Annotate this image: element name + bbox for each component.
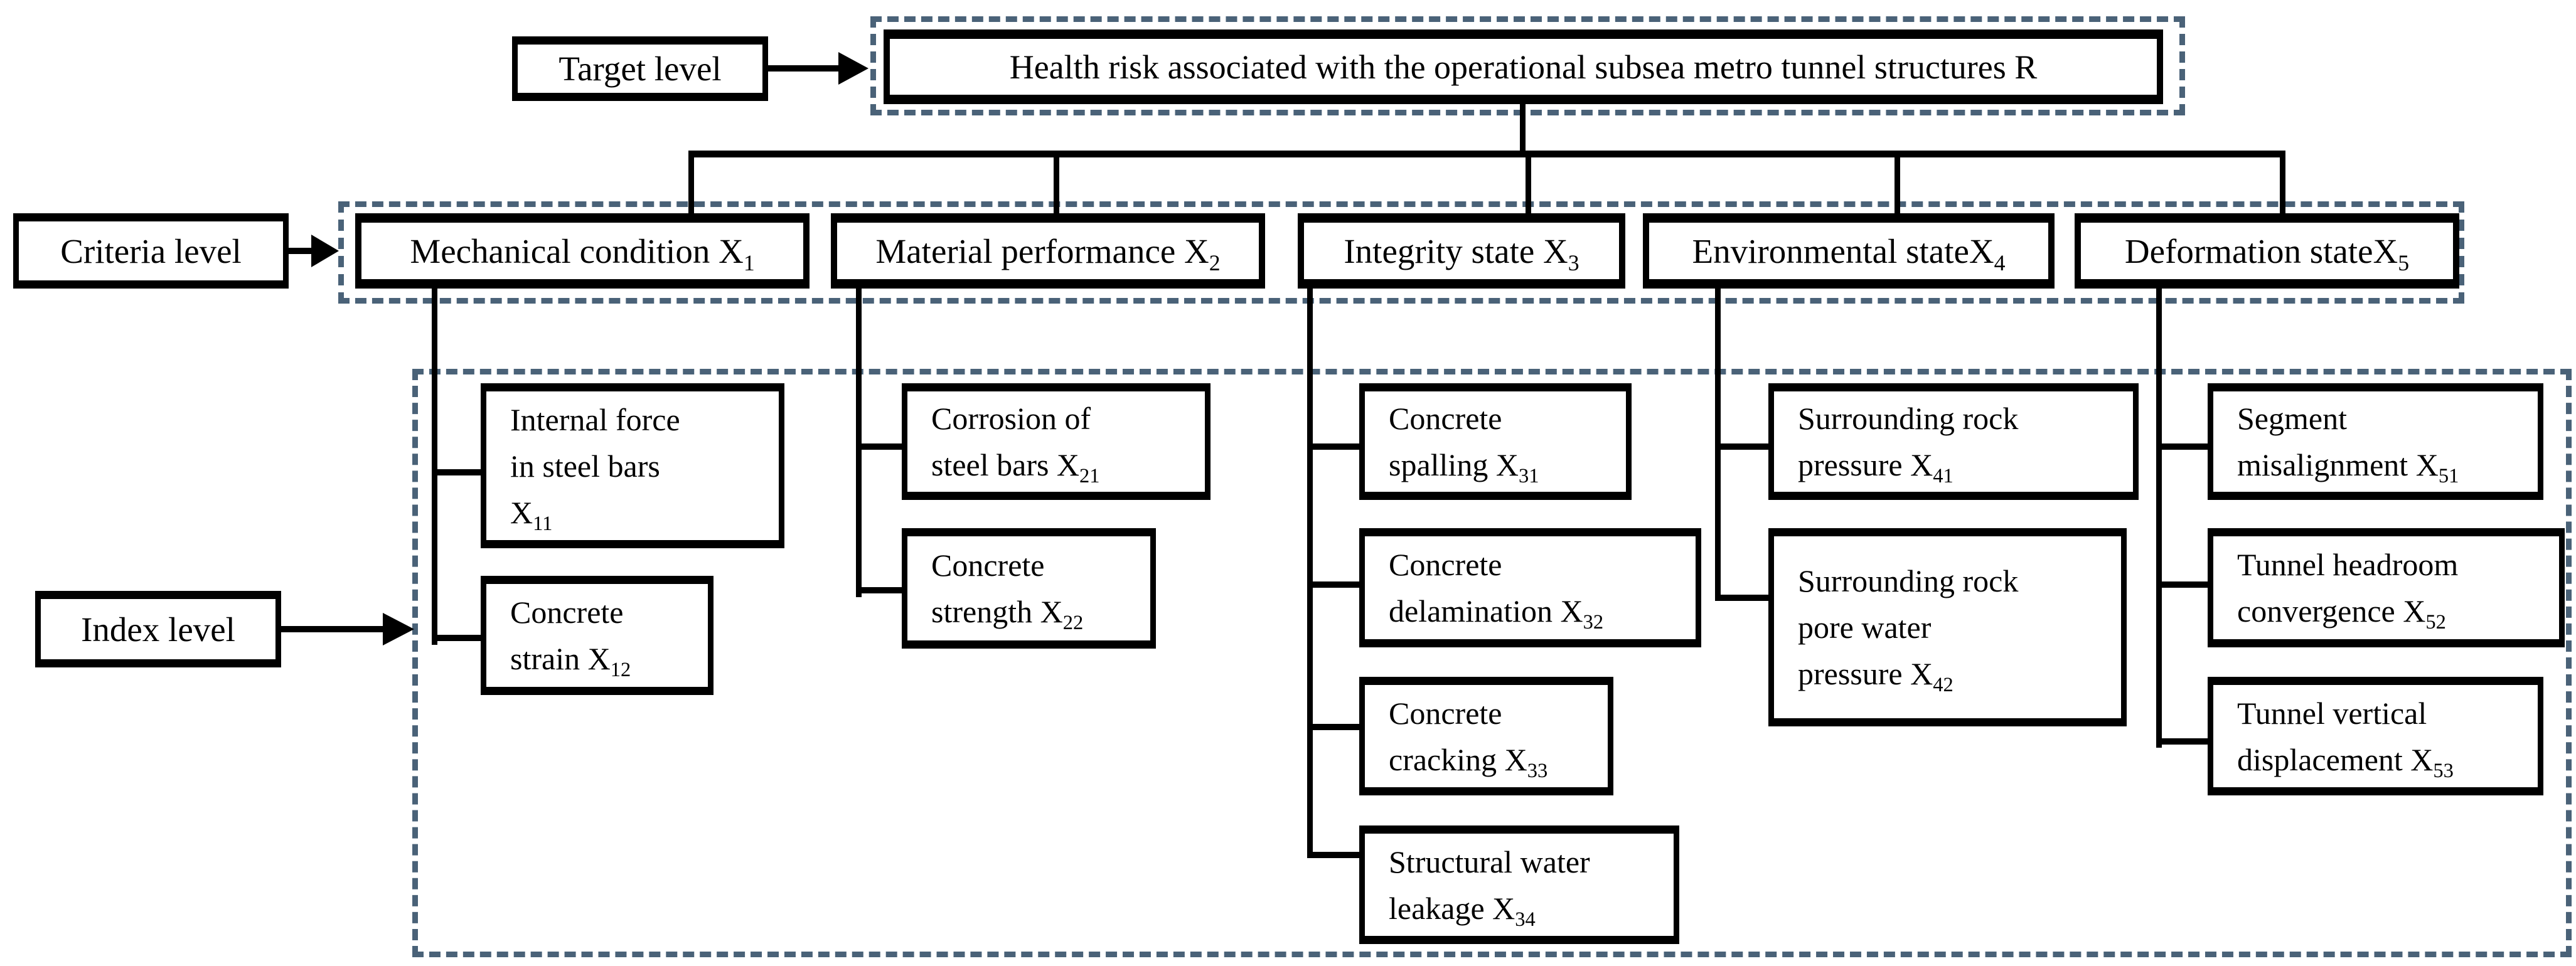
index-box-x42-text: Surrounding rock pore water pressure X42 — [1798, 563, 2019, 696]
connector-drop-x4 — [1895, 156, 1900, 215]
trunk-x2 — [856, 287, 862, 597]
stub-x51 — [2156, 443, 2210, 450]
index-box-x34-text: Structural water leakage X34 — [1389, 844, 1590, 931]
connector-drop-x1 — [688, 156, 694, 215]
criteria-arrow-icon — [311, 235, 339, 267]
criteria-box-x2-text: Material performance X2 — [875, 231, 1221, 275]
index-box-x53: Tunnel vertical displacement X53 — [2208, 677, 2543, 795]
index-box-x33-text: Concrete cracking X33 — [1389, 695, 1548, 782]
stub-x53 — [2156, 738, 2210, 745]
stub-x22 — [856, 587, 904, 593]
stub-x33 — [1307, 724, 1362, 730]
criteria-box-x5: Deformation stateX5 — [2075, 213, 2459, 289]
criteria-level-label: Criteria level — [13, 213, 289, 289]
criteria-arrow-shaft — [287, 248, 314, 254]
stub-x32 — [1307, 581, 1362, 588]
criteria-box-x4: Environmental stateX4 — [1643, 213, 2055, 289]
criteria-box-x3-text: Integrity state X3 — [1344, 231, 1579, 275]
target-level-frame — [870, 16, 2185, 115]
connector-drop-x3 — [1526, 156, 1531, 215]
criteria-level-frame — [338, 201, 2464, 304]
connector-distribution-bar — [688, 151, 2285, 157]
trunk-x3 — [1307, 287, 1313, 858]
index-box-x51-text: Segment misalignment X51 — [2237, 401, 2459, 487]
index-box-x11: Internal force in steel bars X11 — [481, 383, 784, 548]
connector-drop-x2 — [1054, 156, 1059, 215]
index-box-x21: Corrosion of steel bars X21 — [902, 383, 1211, 500]
stub-x12 — [432, 635, 483, 641]
stub-x11 — [432, 469, 483, 475]
index-box-x41: Surrounding rock pressure X41 — [1768, 383, 2139, 500]
criteria-box-x3: Integrity state X3 — [1298, 213, 1625, 289]
target-level-label-text: Target level — [558, 50, 722, 88]
index-box-x52-text: Tunnel headroom convergence X52 — [2237, 547, 2459, 634]
target-arrow-icon — [838, 52, 868, 85]
goal-box-text: Health risk associated with the operatio… — [1009, 48, 2038, 86]
stub-x21 — [856, 443, 904, 450]
index-box-x52: Tunnel headroom convergence X52 — [2208, 528, 2565, 647]
criteria-box-x1-text: Mechanical condition X1 — [410, 231, 755, 275]
stub-x31 — [1307, 443, 1362, 450]
index-arrow-icon — [383, 613, 414, 645]
index-box-x22: Concrete strength X22 — [902, 528, 1156, 649]
criteria-box-x2: Material performance X2 — [831, 213, 1265, 289]
index-level-label-text: Index level — [81, 610, 235, 649]
index-box-x42: Surrounding rock pore water pressure X42 — [1768, 528, 2127, 726]
connector-drop-x5 — [2280, 156, 2285, 215]
trunk-x5 — [2156, 287, 2162, 748]
index-box-x51: Segment misalignment X51 — [2208, 383, 2543, 500]
index-box-x32-text: Concrete delamination X32 — [1389, 547, 1604, 634]
connector-goal-drop — [1520, 103, 1526, 153]
stub-x52 — [2156, 581, 2210, 588]
target-level-label: Target level — [512, 36, 768, 101]
goal-box: Health risk associated with the operatio… — [884, 29, 2163, 104]
index-box-x34: Structural water leakage X34 — [1359, 825, 1679, 944]
trunk-x1 — [432, 287, 437, 645]
index-box-x12: Concrete strain X12 — [481, 576, 713, 695]
criteria-box-x4-text: Environmental stateX4 — [1692, 231, 2006, 275]
index-level-label: Index level — [35, 591, 281, 667]
index-box-x11-text: Internal force in steel bars X11 — [510, 401, 680, 535]
index-box-x31-text: Concrete spalling X31 — [1389, 401, 1539, 487]
criteria-box-x5-text: Deformation stateX5 — [2124, 231, 2410, 275]
index-box-x12-text: Concrete strain X12 — [510, 595, 631, 681]
stub-x41 — [1715, 443, 1771, 450]
criteria-level-label-text: Criteria level — [60, 231, 242, 270]
target-arrow-shaft — [767, 65, 840, 72]
index-box-x21-text: Corrosion of steel bars X21 — [931, 401, 1100, 487]
index-box-x31: Concrete spalling X31 — [1359, 383, 1632, 500]
index-box-x32: Concrete delamination X32 — [1359, 528, 1701, 647]
index-box-x33: Concrete cracking X33 — [1359, 677, 1613, 795]
stub-x42 — [1715, 595, 1771, 601]
index-level-frame — [412, 369, 2572, 957]
index-box-x22-text: Concrete strength X22 — [931, 548, 1084, 634]
index-box-x53-text: Tunnel vertical displacement X53 — [2237, 695, 2454, 782]
index-box-x41-text: Surrounding rock pressure X41 — [1798, 401, 2019, 487]
stub-x34 — [1307, 852, 1362, 858]
index-arrow-shaft — [280, 626, 384, 632]
criteria-box-x1: Mechanical condition X1 — [355, 213, 810, 289]
